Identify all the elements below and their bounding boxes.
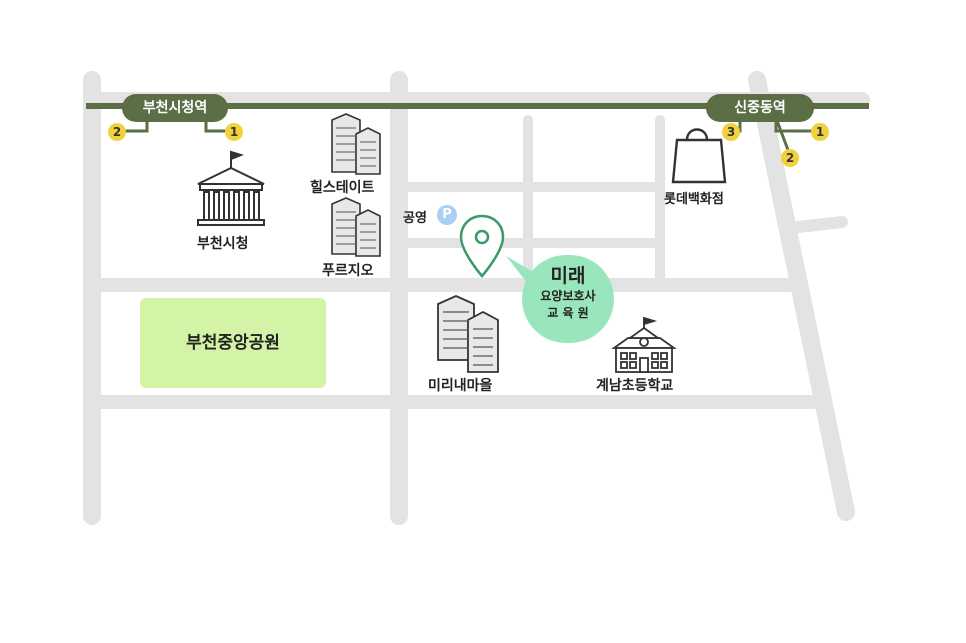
prugio-label: 푸르지오: [322, 263, 374, 279]
hills-state-label: 힐스테이트: [310, 180, 375, 196]
road-east-diagonal: [748, 71, 855, 521]
parking-icon: P: [437, 205, 457, 225]
destination-bubble[interactable]: 미래 요양보호사 교 육 원: [522, 255, 614, 343]
city-hall-icon: [197, 150, 265, 226]
mirinae-label: 미리내마을: [428, 378, 493, 394]
shopping-bag-icon: [671, 128, 727, 184]
city-hall-label: 부천시청: [197, 236, 249, 252]
exit-badge: 1: [811, 123, 829, 141]
mirinae-building-icon: [437, 295, 499, 373]
school-icon: [611, 316, 677, 373]
park-area: 부천중앙공원: [140, 298, 326, 388]
school-label: 계남초등학교: [596, 378, 674, 394]
park-label: 부천중앙공원: [186, 333, 280, 353]
hills-state-building-icon: [331, 113, 381, 175]
lotte-label: 롯데백화점: [664, 192, 724, 207]
destination-line1: 요양보호사: [540, 289, 596, 303]
station-bucheon-city-hall[interactable]: 부천시청역: [122, 94, 228, 122]
exit-badge: 3: [722, 123, 740, 141]
station-sinjungdong[interactable]: 신중동역: [706, 94, 814, 122]
road-east-spur: [784, 216, 848, 234]
exit-badge: 2: [781, 149, 799, 167]
destination-line2: 교 육 원: [547, 306, 589, 320]
prugio-building-icon: [331, 197, 381, 257]
exit-badge: 1: [225, 123, 243, 141]
parking-label: 공영: [403, 211, 427, 226]
exit-badge: 2: [108, 123, 126, 141]
destination-name: 미래: [550, 265, 586, 287]
location-pin-icon: [459, 214, 505, 278]
